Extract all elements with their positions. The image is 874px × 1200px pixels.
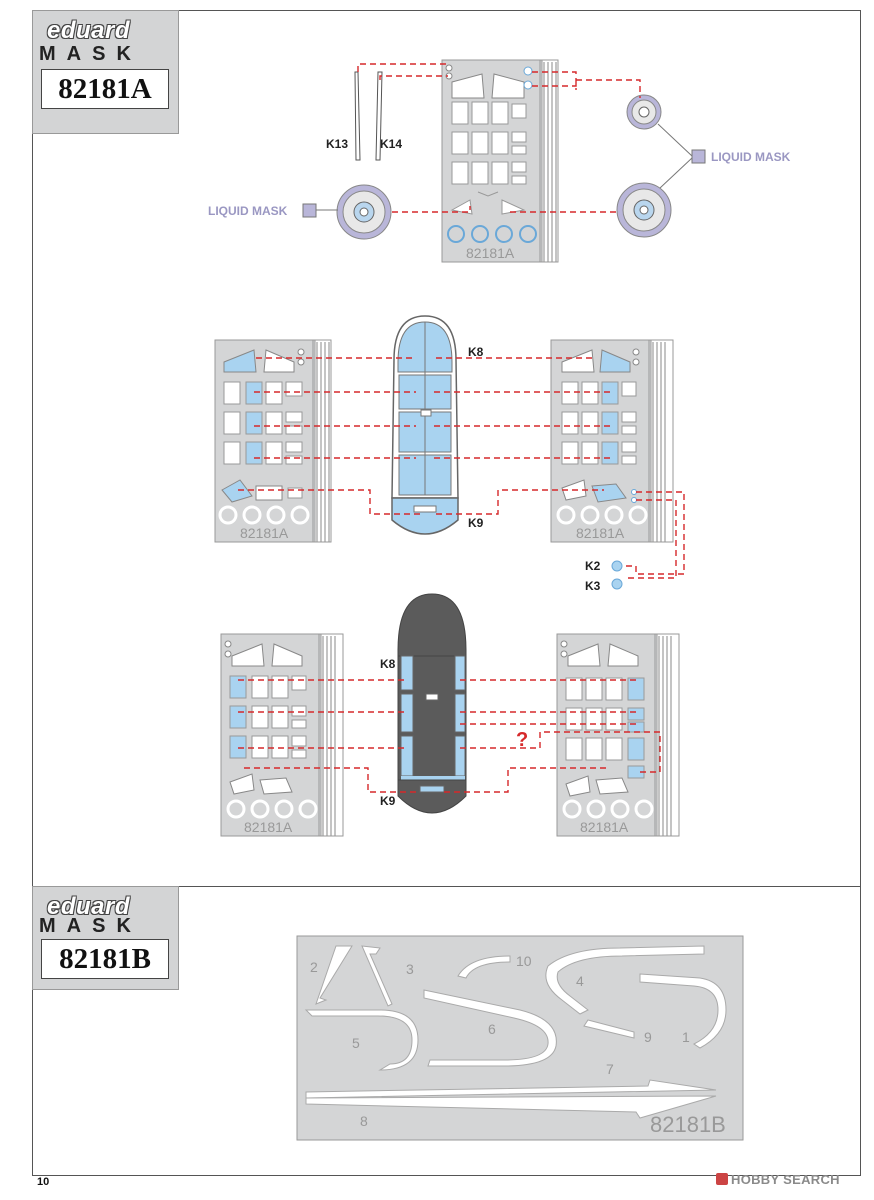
sheet-b-number-9: 9 — [644, 1029, 652, 1045]
canopy-bottom — [397, 593, 467, 814]
logo-brand: eduard — [47, 17, 131, 44]
logo-code: 82181B — [41, 939, 169, 979]
label-liquid-mask-left: LIQUID MASK — [208, 204, 288, 218]
label-k3: K3 — [585, 579, 601, 593]
sheet-code-bot-right: 82181A — [580, 819, 629, 835]
sheet-b-number-1: 1 — [682, 1029, 690, 1045]
sheet-code-top: 82181A — [466, 245, 515, 261]
leader-lines-mid — [238, 357, 685, 579]
wheel-left — [336, 184, 392, 240]
sheet-bot-left: 82181A — [220, 633, 344, 837]
label-liquid-mask-right: LIQUID MASK — [711, 150, 791, 164]
label-k8-top: K8 — [468, 345, 484, 359]
sheet-mid-right: 82181A — [550, 339, 674, 543]
watermark-text: HOBBY SEARCH — [731, 1172, 840, 1187]
sheet-code-mid-left: 82181A — [240, 525, 289, 541]
page-frame — [32, 10, 861, 1176]
wheel-right-bottom — [616, 182, 672, 238]
sheet-b-number-7: 7 — [606, 1061, 614, 1077]
label-k8-bottom: K8 — [380, 657, 396, 671]
logo-word: MASK — [39, 43, 142, 65]
label-k9-top: K9 — [468, 516, 484, 530]
logo-82181a: eduard MASK 82181A — [32, 10, 179, 134]
label-k14: K14 — [380, 137, 402, 151]
section-divider — [32, 886, 861, 887]
wheel-right-top — [626, 94, 662, 130]
label-k9-bottom: K9 — [380, 794, 396, 808]
sheet-b: 2 3 10 4 5 6 9 1 7 8 82181B — [296, 935, 744, 1141]
canopy-mid — [391, 315, 459, 535]
sheet-b-number-5: 5 — [352, 1035, 360, 1051]
sheet-b-number-8: 8 — [360, 1113, 368, 1129]
logo-word: MASK — [39, 915, 142, 937]
label-k2: K2 — [585, 559, 601, 573]
leader-lines-bottom — [238, 679, 661, 793]
sheet-mid-left: 82181A — [214, 339, 332, 543]
sheet-code-mid-right: 82181A — [576, 525, 625, 541]
logo-code: 82181A — [41, 69, 169, 109]
leader-lines-top — [357, 63, 641, 213]
sheet-b-number-3: 3 — [406, 961, 414, 977]
sheet-top: 82181A — [441, 59, 559, 263]
logo-82181b: eduard MASK 82181B — [32, 886, 179, 990]
question-mark: ? — [516, 729, 528, 751]
sheet-bot-right: 82181A — [556, 633, 680, 837]
sheet-b-number-10: 10 — [516, 953, 532, 969]
sheet-code-bot-left: 82181A — [244, 819, 293, 835]
label-k13: K13 — [326, 137, 348, 151]
watermark: HOBBY SEARCH — [716, 1172, 840, 1187]
sheet-code-b: 82181B — [650, 1112, 726, 1137]
sheet-b-number-4: 4 — [576, 973, 584, 989]
page-number: 10 — [37, 1176, 50, 1188]
logo-brand: eduard — [47, 893, 131, 920]
hobby-search-icon — [716, 1173, 728, 1185]
sheet-b-number-6: 6 — [488, 1021, 496, 1037]
sheet-b-number-2: 2 — [310, 959, 318, 975]
